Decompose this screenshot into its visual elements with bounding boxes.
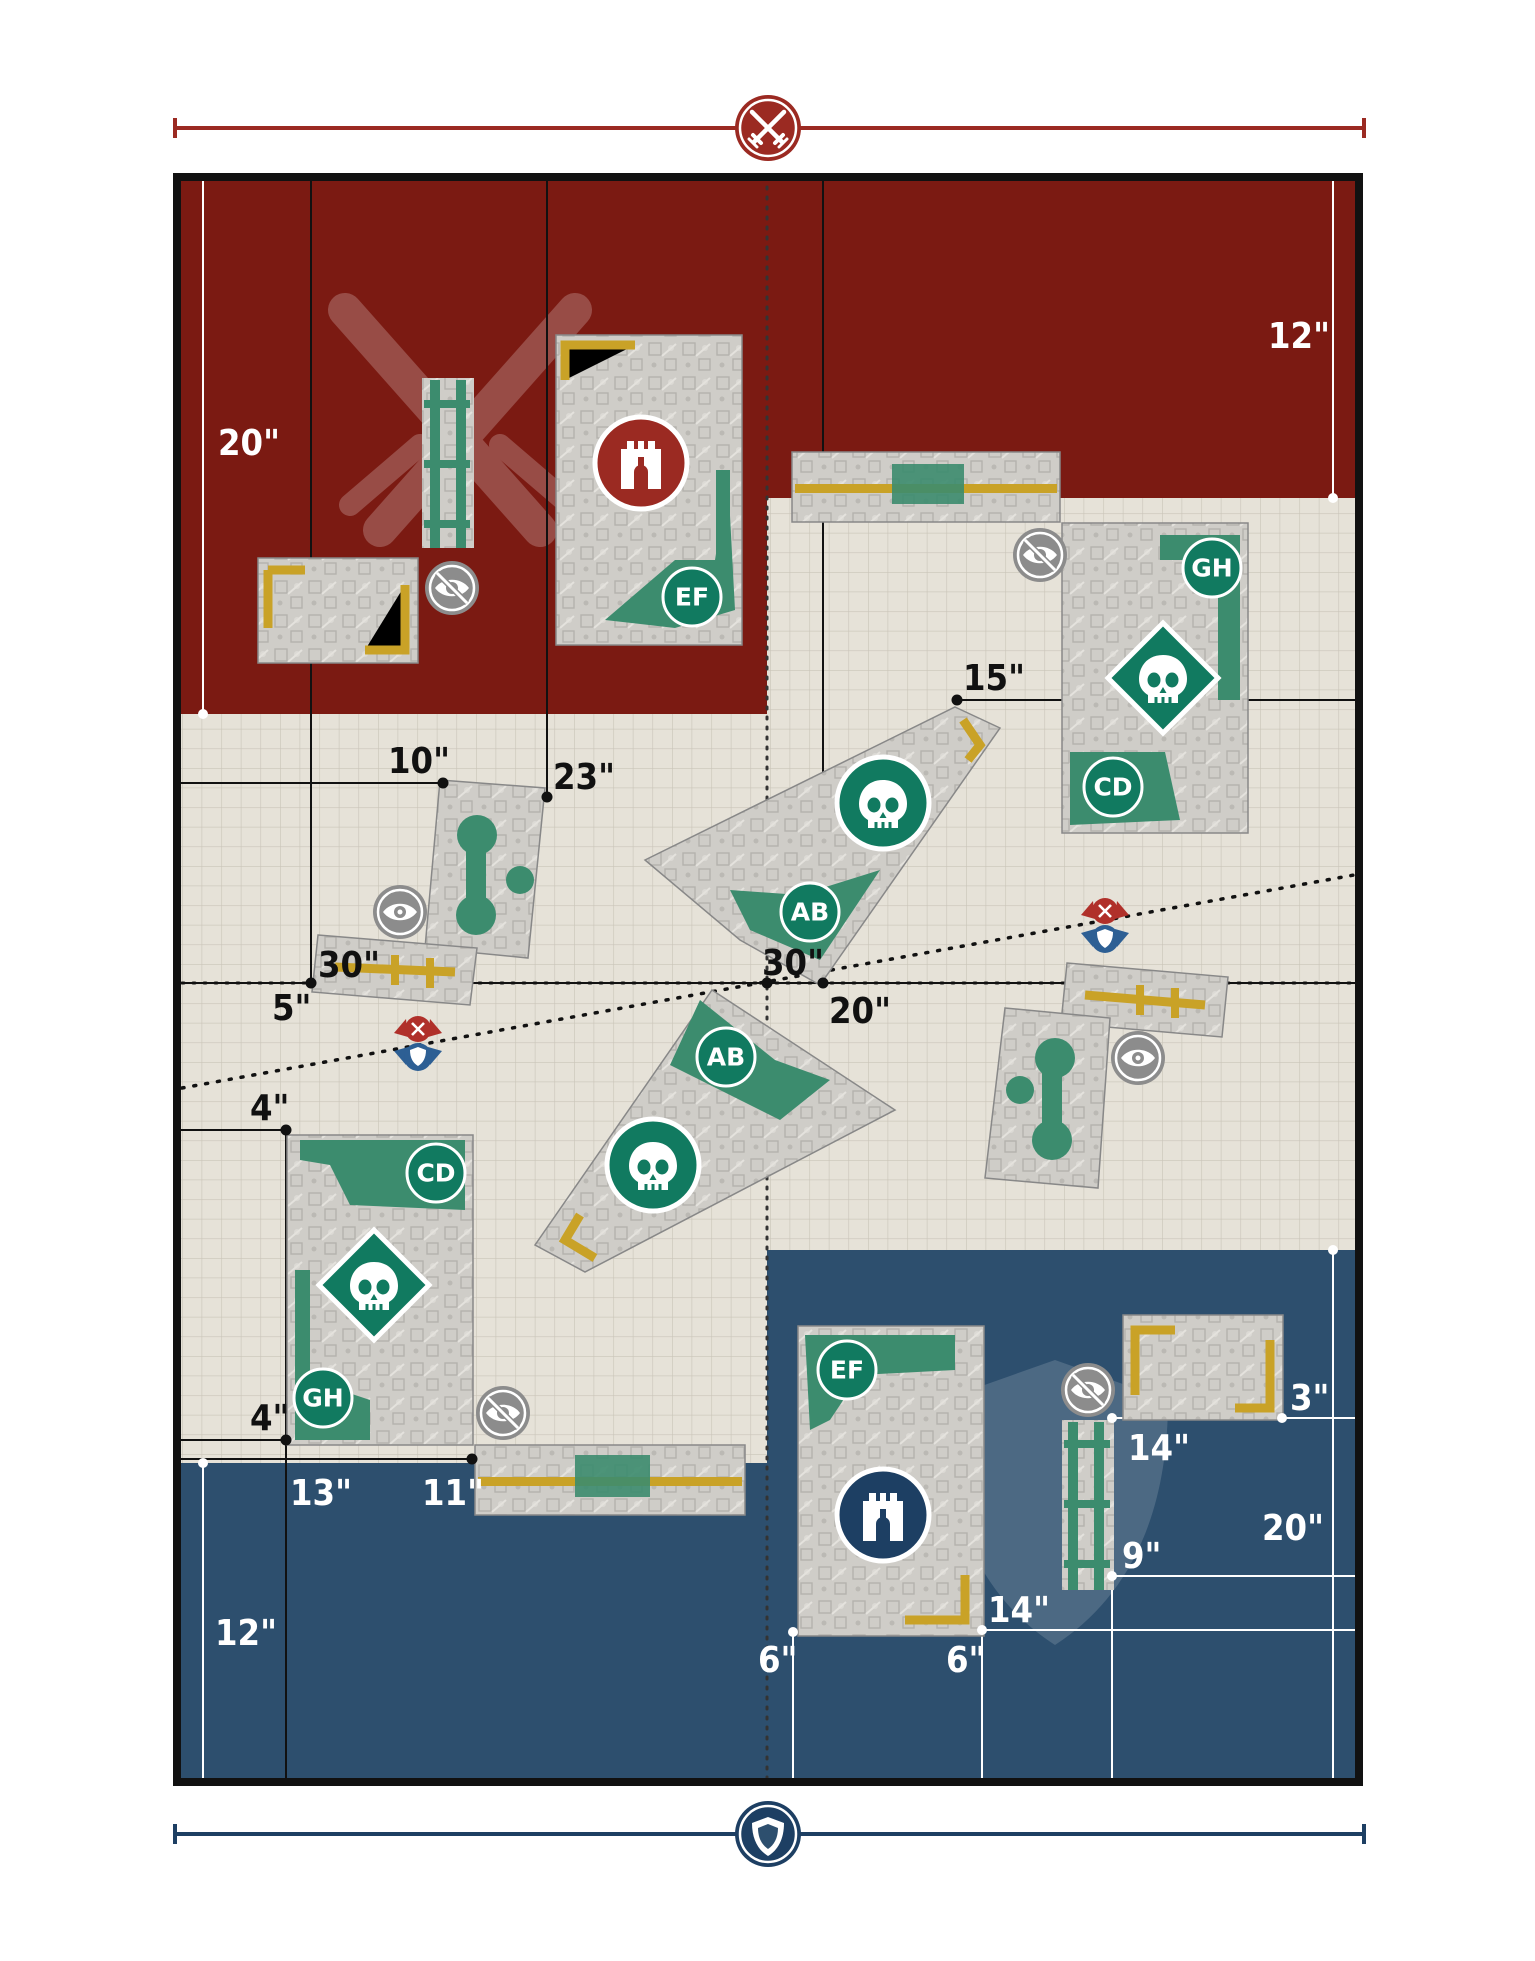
measure-9-label: 9" (1122, 1536, 1161, 1577)
terrain-badge-ab-top: AB (779, 881, 841, 943)
eye-slash-icon (1013, 528, 1067, 582)
svg-text:CD: CD (416, 1159, 455, 1188)
svg-text:GH: GH (1191, 554, 1232, 583)
measure-6-left-label: 6" (758, 1640, 797, 1681)
measure-20-label: 20" (829, 991, 891, 1032)
measure-30-left-label: 30" (318, 945, 380, 986)
terrain-wall-horizontal-top-center (791, 451, 1061, 523)
defender-home-objective (834, 1466, 932, 1564)
measure-6-right-label: 6" (946, 1640, 985, 1681)
castle-icon (863, 1493, 903, 1541)
objective-marker-bottom-center (604, 1116, 702, 1214)
board-border (173, 173, 1363, 1786)
terrain-ruin-small-top-left (257, 557, 419, 664)
terrain-badge-ab-bottom: AB (695, 1026, 757, 1088)
svg-text:AB: AB (791, 898, 829, 927)
objective-marker-top-center (834, 754, 932, 852)
terrain-ruin-small-bottom-right (1122, 1314, 1284, 1421)
terrain-wall-vertical-bottom-right (1062, 1420, 1114, 1590)
terrain-badge-cd-left: CD (405, 1142, 467, 1204)
attacker-home-objective (592, 414, 690, 512)
measurement-dots-white (198, 493, 1338, 1637)
measure-4-top-label: 4" (250, 1088, 289, 1129)
svg-text:GH: GH (302, 1384, 343, 1413)
terrain-badge-cd-right: CD (1082, 756, 1144, 818)
eye-slash-icon (476, 1386, 530, 1440)
measure-14-bottom-label: 14" (988, 1590, 1050, 1631)
eye-slash-icon (425, 561, 479, 615)
eye-icon (371, 883, 429, 941)
measure-14-top-label: 14" (1128, 1428, 1190, 1469)
terrain-wall-horizontal-bottom-center (474, 1444, 746, 1516)
measure-23-label: 23" (553, 757, 615, 798)
terrain-badge-ef-top: EF (661, 566, 723, 628)
measure-15-label: 15" (963, 658, 1025, 699)
attacker-depth-left-label: 20" (218, 423, 280, 464)
measure-3-label: 3" (1290, 1378, 1329, 1419)
terrain-ruin-small-left-center (424, 779, 546, 959)
eye-slash-icon (1061, 1363, 1115, 1417)
svg-text:AB: AB (707, 1043, 745, 1072)
terrain-badge-gh-right: GH (1181, 537, 1243, 599)
objective-marker-left (315, 1226, 433, 1344)
terrain-badge-ef-bottom: EF (816, 1339, 878, 1401)
attacker-edge-ruler (173, 95, 1366, 161)
measure-13-label: 13" (290, 1473, 352, 1514)
defender-edge-ruler (173, 1801, 1366, 1867)
measure-10-label: 10" (388, 741, 450, 782)
terrain-wall-vertical-top-left (422, 378, 474, 548)
svg-text:EF: EF (675, 583, 709, 612)
castle-icon (621, 441, 661, 489)
svg-text:EF: EF (830, 1356, 864, 1385)
measure-11-label: 11" (422, 1473, 484, 1514)
measurement-dots-black (280, 694, 963, 1465)
terrain-badge-gh-left: GH (292, 1367, 354, 1429)
objective-marker-right (1104, 619, 1222, 737)
terrain-ruin-small-right-center (984, 1007, 1111, 1189)
svg-text:CD: CD (1093, 773, 1132, 802)
eye-icon (1109, 1029, 1167, 1087)
defender-depth-right-label: 20" (1262, 1508, 1324, 1549)
attacker-depth-right-label: 12" (1268, 316, 1330, 357)
measure-30-center-label: 30" (762, 943, 824, 984)
measure-4-bottom-label: 4" (250, 1398, 289, 1439)
defender-depth-left-label: 12" (215, 1613, 277, 1654)
terrain-wall-small-left-center (311, 934, 478, 1006)
measure-5-label: 5" (272, 988, 311, 1029)
